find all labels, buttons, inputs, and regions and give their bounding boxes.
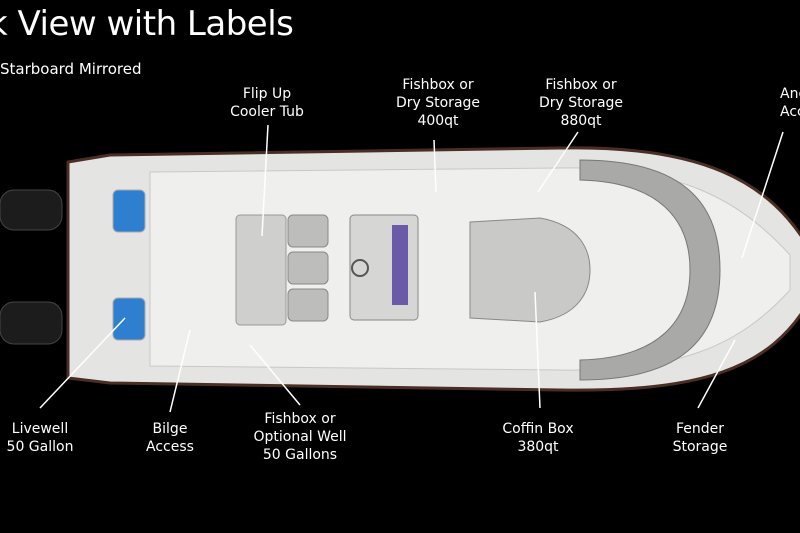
label-line: Ancho — [780, 86, 800, 102]
label-line: 50 Gallon — [6, 439, 74, 455]
label-fishbox-880: Fishbox or Dry Storage 880qt — [539, 76, 623, 130]
livewell-bottom — [112, 297, 146, 341]
helm-display — [392, 225, 408, 305]
label-line: Fishbox or — [545, 77, 617, 93]
cooler-tub — [235, 214, 287, 326]
label-anchor-access: Ancho Acces — [780, 85, 800, 121]
label-fishbox-well: Fishbox or Optional Well 50 Gallons — [253, 410, 346, 464]
slide-subtitle: Starboard Mirrored — [0, 60, 142, 78]
label-line: Livewell — [11, 421, 69, 437]
label-line: Bilge — [152, 421, 188, 437]
slide-title: k View with Labels — [0, 4, 294, 44]
steering-wheel — [351, 259, 369, 277]
label-line: 50 Gallons — [262, 447, 338, 463]
label-flip-up-cooler: Flip Up Cooler Tub — [230, 85, 304, 121]
livewell-top — [112, 189, 146, 233]
label-line: Fender — [675, 421, 725, 437]
label-fishbox-400: Fishbox or Dry Storage 400qt — [396, 76, 480, 130]
label-line: Optional Well — [253, 429, 347, 445]
label-bilge-access: Bilge Access — [146, 420, 194, 456]
outboard-engine-bottom — [0, 301, 63, 345]
callout-arrows — [39, 124, 784, 413]
label-line: Cooler Tub — [230, 104, 304, 120]
label-line: Flip Up — [242, 86, 292, 102]
label-line: Coffin Box — [502, 421, 574, 437]
label-line: 880qt — [560, 113, 602, 129]
outboard-engine-top — [0, 189, 63, 231]
label-line: Fishbox or — [402, 77, 474, 93]
label-coffin-box: Coffin Box 380qt — [502, 420, 573, 456]
label-line: Access — [146, 439, 194, 455]
label-fender-storage: Fender Storage — [673, 420, 728, 456]
bow-seating — [579, 159, 721, 381]
label-line: Dry Storage — [395, 95, 481, 111]
leaning-post-seats — [287, 214, 329, 322]
label-line: 400qt — [417, 113, 459, 129]
label-line: Dry Storage — [538, 95, 624, 111]
label-line: 380qt — [517, 439, 559, 455]
label-livewell: Livewell 50 Gallon — [7, 420, 74, 456]
label-line: Acces — [780, 104, 800, 120]
label-line: Storage — [672, 439, 728, 455]
coffin-box — [469, 217, 591, 323]
label-line: Fishbox or — [264, 411, 336, 427]
